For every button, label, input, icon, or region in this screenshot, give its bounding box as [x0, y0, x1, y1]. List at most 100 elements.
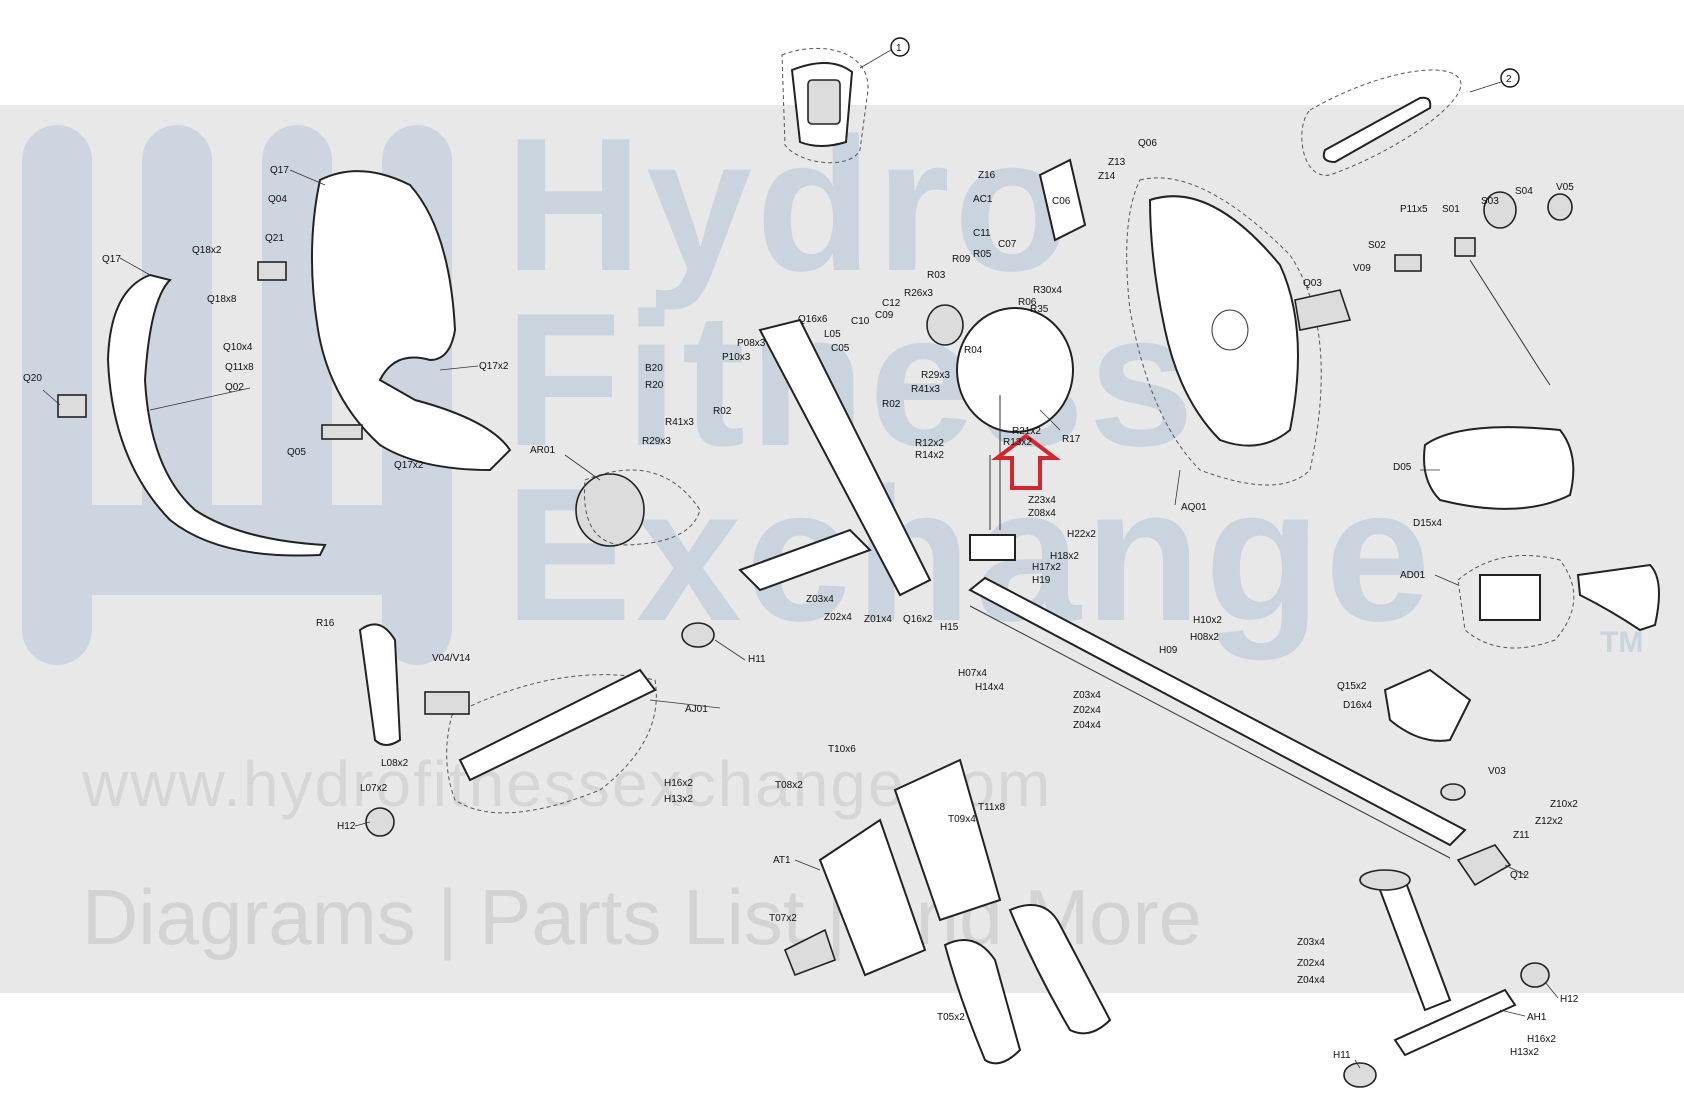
- label-z03x4-b: Z03x4: [1073, 690, 1101, 701]
- bracket-s02: [1394, 254, 1422, 272]
- label-c10: C10: [851, 316, 870, 327]
- label-z10x2: Z10x2: [1550, 799, 1578, 810]
- label-p10x3: P10x3: [722, 352, 751, 363]
- handle-group: 2: [1301, 68, 1520, 176]
- label-q12: Q12: [1510, 870, 1529, 881]
- label-p08x3: P08x3: [737, 338, 766, 349]
- label-aj01: AJ01: [685, 704, 708, 715]
- watermark-url: www.hydrofitnessexchange.com: [82, 748, 1053, 820]
- label-r41x3-b: R41x3: [665, 417, 694, 428]
- leader-lines: [42, 169, 1559, 1069]
- label-h19: H19: [1032, 575, 1051, 586]
- label-r04: R04: [964, 345, 983, 356]
- watermark-trademark: TM: [1600, 626, 1644, 659]
- console-group: 1: [781, 37, 910, 164]
- cap-v03: [1440, 783, 1466, 801]
- pivot-bracket-h19: [969, 534, 1016, 561]
- end-cap-q12: [1456, 844, 1512, 887]
- footplate-right: [893, 758, 1002, 922]
- label-t05x2: T05x2: [937, 1012, 965, 1023]
- shroud-q02: [106, 273, 327, 557]
- label-h07x4: H07x4: [958, 668, 987, 679]
- label-c12: C12: [882, 298, 901, 309]
- label-h13x2-b: H13x2: [1510, 1047, 1539, 1058]
- label-v09: V09: [1353, 263, 1371, 274]
- frame-base: [738, 528, 872, 592]
- label-q20: Q20: [23, 373, 42, 384]
- label-r29x3: R29x3: [921, 370, 950, 381]
- shroud-q04: [310, 170, 512, 472]
- bracket-q21: [257, 261, 287, 281]
- label-z12x2: Z12x2: [1535, 816, 1563, 827]
- front-shroud-group: [57, 170, 512, 557]
- bracket-q20: [57, 394, 87, 418]
- decal-v04-v14: [424, 691, 470, 715]
- label-z14: Z14: [1098, 171, 1116, 182]
- label-z16: Z16: [978, 170, 996, 181]
- label-r35: R35: [1030, 304, 1049, 315]
- label-t09x4: T09x4: [948, 814, 976, 825]
- footrest-group: [783, 758, 1112, 1065]
- frame-group: [738, 318, 1467, 859]
- watermark-brand-line1: Hydro: [505, 99, 1074, 311]
- label-r26x3: R26x3: [904, 288, 933, 299]
- carriage-bumper: [1383, 668, 1472, 742]
- label-h12-b: H12: [1560, 994, 1579, 1005]
- label-q18x8: Q18x8: [207, 294, 237, 305]
- label-b20: B20: [645, 363, 663, 374]
- label-v03: V03: [1488, 766, 1506, 777]
- label-q21: Q21: [265, 233, 284, 244]
- label-q10x4: Q10x4: [223, 342, 253, 353]
- label-v05: V05: [1556, 182, 1574, 193]
- label-q16x2: Q16x2: [903, 614, 933, 625]
- label-z13: Z13: [1108, 157, 1126, 168]
- callout-2-circle: [1500, 68, 1520, 88]
- label-z23x4: Z23x4: [1028, 495, 1056, 506]
- label-at1: AT1: [773, 855, 791, 866]
- label-r41x3-a: R41x3: [911, 384, 940, 395]
- wheel-h11-front: [681, 622, 715, 648]
- label-q17: Q17: [270, 165, 289, 176]
- callout-1-circle: [890, 37, 910, 57]
- handle-bar: [1322, 96, 1432, 164]
- label-d16x4: D16x4: [1343, 700, 1372, 711]
- label-h08x2: H08x2: [1190, 632, 1219, 643]
- label-h12-a: H12: [337, 821, 356, 832]
- label-p11x5: P11x5: [1400, 204, 1428, 215]
- label-h09: H09: [1159, 645, 1178, 656]
- cap-v05: [1547, 193, 1573, 221]
- flywheel-group: [575, 304, 1074, 547]
- front-foot-group: [358, 622, 715, 837]
- label-q06: Q06: [1138, 138, 1157, 149]
- label-l05: L05: [824, 329, 841, 340]
- highlight-arrow-icon: [991, 433, 1061, 490]
- front-foot-aj01: [458, 668, 657, 782]
- label-l08x2: L08x2: [381, 758, 409, 769]
- bracket-q05: [321, 424, 363, 440]
- label-q11x8: Q11x8: [225, 362, 254, 373]
- label-h14x4: H14x4: [975, 682, 1004, 693]
- label-r21x2: R21x2: [1012, 426, 1041, 437]
- seat-group: [1383, 426, 1660, 742]
- label-z02x4-c: Z02x4: [1297, 958, 1325, 969]
- flywheel-r17: [956, 307, 1074, 433]
- footstrap-t05-b: [1008, 904, 1112, 1035]
- label-z02x4-b: Z02x4: [1073, 705, 1101, 716]
- label-r12x2: R12x2: [915, 438, 944, 449]
- label-ar01: AR01: [530, 445, 555, 456]
- rail-upright: [758, 318, 932, 597]
- label-c11: C11: [973, 228, 991, 239]
- label-r02-b: R02: [882, 399, 901, 410]
- label-r20: R20: [645, 380, 664, 391]
- label-h11-b: H11: [1333, 1050, 1351, 1061]
- pulley-ar01: [575, 473, 645, 547]
- bracket-q03: [1294, 289, 1352, 331]
- label-d05: D05: [1393, 462, 1412, 473]
- label-c06: C06: [1052, 196, 1071, 207]
- label-q03: Q03: [1303, 278, 1322, 289]
- label-r13x2: R13x2: [1003, 437, 1032, 448]
- label-z04x4-a: Z04x4: [1073, 720, 1101, 731]
- label-r09: R09: [952, 254, 971, 265]
- label-z03x4-a: Z03x4: [806, 594, 834, 605]
- label-s04: S04: [1515, 186, 1533, 197]
